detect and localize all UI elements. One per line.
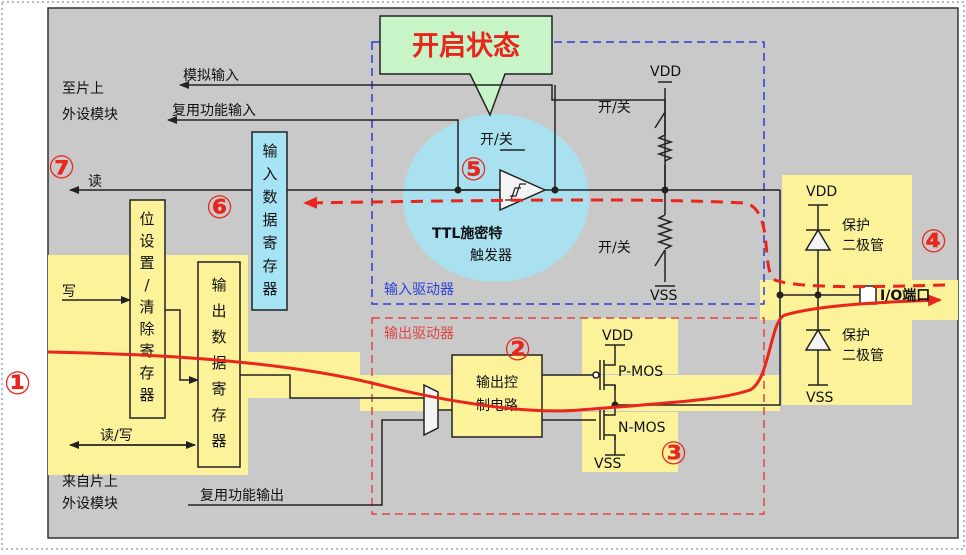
input-data-char: 入 [262,165,277,183]
output-data-char: 输 [211,276,226,294]
mos-transistors [592,344,625,456]
ttl-label-line2: 触发器 [470,248,512,264]
ttl-label-line1: TTL施密特 [432,225,502,242]
bit-set-reset-register [129,199,166,419]
bit-set-reset-char: 器 [139,386,154,404]
output-flow-line [47,294,942,413]
schmitt-highlight [403,114,589,282]
marker-3: ③ [660,434,687,472]
marker-1: ① [4,364,31,402]
bit-set-reset-char: 设 [139,232,154,250]
bit-set-reset-char: 存 [139,364,154,382]
from-peripheral-line2: 外设模块 [62,496,118,512]
output-driver-label: 输出驱动器 [384,326,454,342]
marker-4: ④ [920,222,947,260]
lower-diode-line2: 二极管 [842,348,884,364]
text-labels: 至片上 外设模块 模拟输入 复用功能输入 读 写 读/写 来自片上 外设模块 复… [62,64,930,512]
input-data-char: 存 [262,257,277,275]
output-vdd-label: VDD [602,328,633,344]
output-vss-label: VSS [594,456,621,472]
marker-5: ⑤ [460,150,487,188]
analog-input-label: 模拟输入 [183,68,239,84]
protection-vdd-label: VDD [806,184,837,200]
read-write-label: 读/写 [100,427,133,444]
junction-dots [454,186,822,409]
from-peripheral-line1: 来自片上 [62,474,118,490]
input-data-char: 据 [262,211,277,229]
output-data-char: 出 [211,302,226,320]
lower-switch-label: 开/关 [598,240,631,256]
state-callout-text: 开启状态 [412,31,520,62]
upper-diode-line1: 保护 [842,218,870,234]
bit-set-reset-char: 除 [139,320,154,338]
output-control-line1: 输出控 [476,375,518,391]
marker-6: ⑥ [206,188,233,226]
bit-set-reset-char: 清 [139,298,154,316]
input-data-register [251,131,288,311]
bit-set-reset-char: 位 [139,210,154,228]
state-callout [379,15,553,117]
output-mux [423,383,439,437]
input-driver-region [371,41,765,305]
pmos-label: P-MOS [618,364,663,380]
input-flow-line [303,196,946,289]
marker-2: ② [504,330,531,368]
step-markers: ① ② ③ ④ ⑤ ⑥ ⑦ [4,148,947,472]
output-data-char: 据 [211,354,226,372]
upper-switch-label: 开/关 [598,100,631,116]
output-data-register [197,261,241,468]
input-data-char: 器 [262,280,277,298]
io-pad [859,285,877,305]
input-data-char: 寄 [262,234,277,252]
bit-set-reset-char: 寄 [139,342,154,360]
pull-switches [654,81,675,287]
protection-vss-label: VSS [806,390,833,406]
marker-7: ⑦ [48,148,75,186]
read-label: 读 [88,173,102,190]
input-vss-label: VSS [650,288,677,304]
input-vdd-label: VDD [650,64,681,80]
input-driver-label: 输入驱动器 [384,282,454,298]
output-control-circuit [451,354,543,438]
write-label: 写 [62,284,76,300]
io-pin-label: I/O端口 [880,287,930,304]
lower-diode-line1: 保护 [842,328,870,344]
schmitt-switch-label: 开/关 [480,132,513,148]
alt-func-input-label: 复用功能输入 [172,102,256,119]
to-peripheral-line2: 外设模块 [62,107,118,123]
output-data-char: 器 [211,432,226,450]
nmos-label: N-MOS [618,420,666,436]
bit-set-reset-char: 置 [139,254,154,272]
to-peripheral-line1: 至片上 [62,81,104,97]
input-data-char: 输 [262,142,277,160]
alt-func-output-label: 复用功能输出 [200,487,284,504]
output-data-char: 存 [211,406,226,424]
output-data-char: 寄 [211,380,226,398]
output-data-char: 数 [211,328,226,346]
output-driver-region [371,317,765,515]
pull-resistors [656,134,674,250]
upper-diode-line2: 二极管 [842,238,884,254]
input-data-char: 数 [262,188,277,206]
bit-set-reset-char: / [144,276,150,294]
protection-diodes [804,204,832,386]
